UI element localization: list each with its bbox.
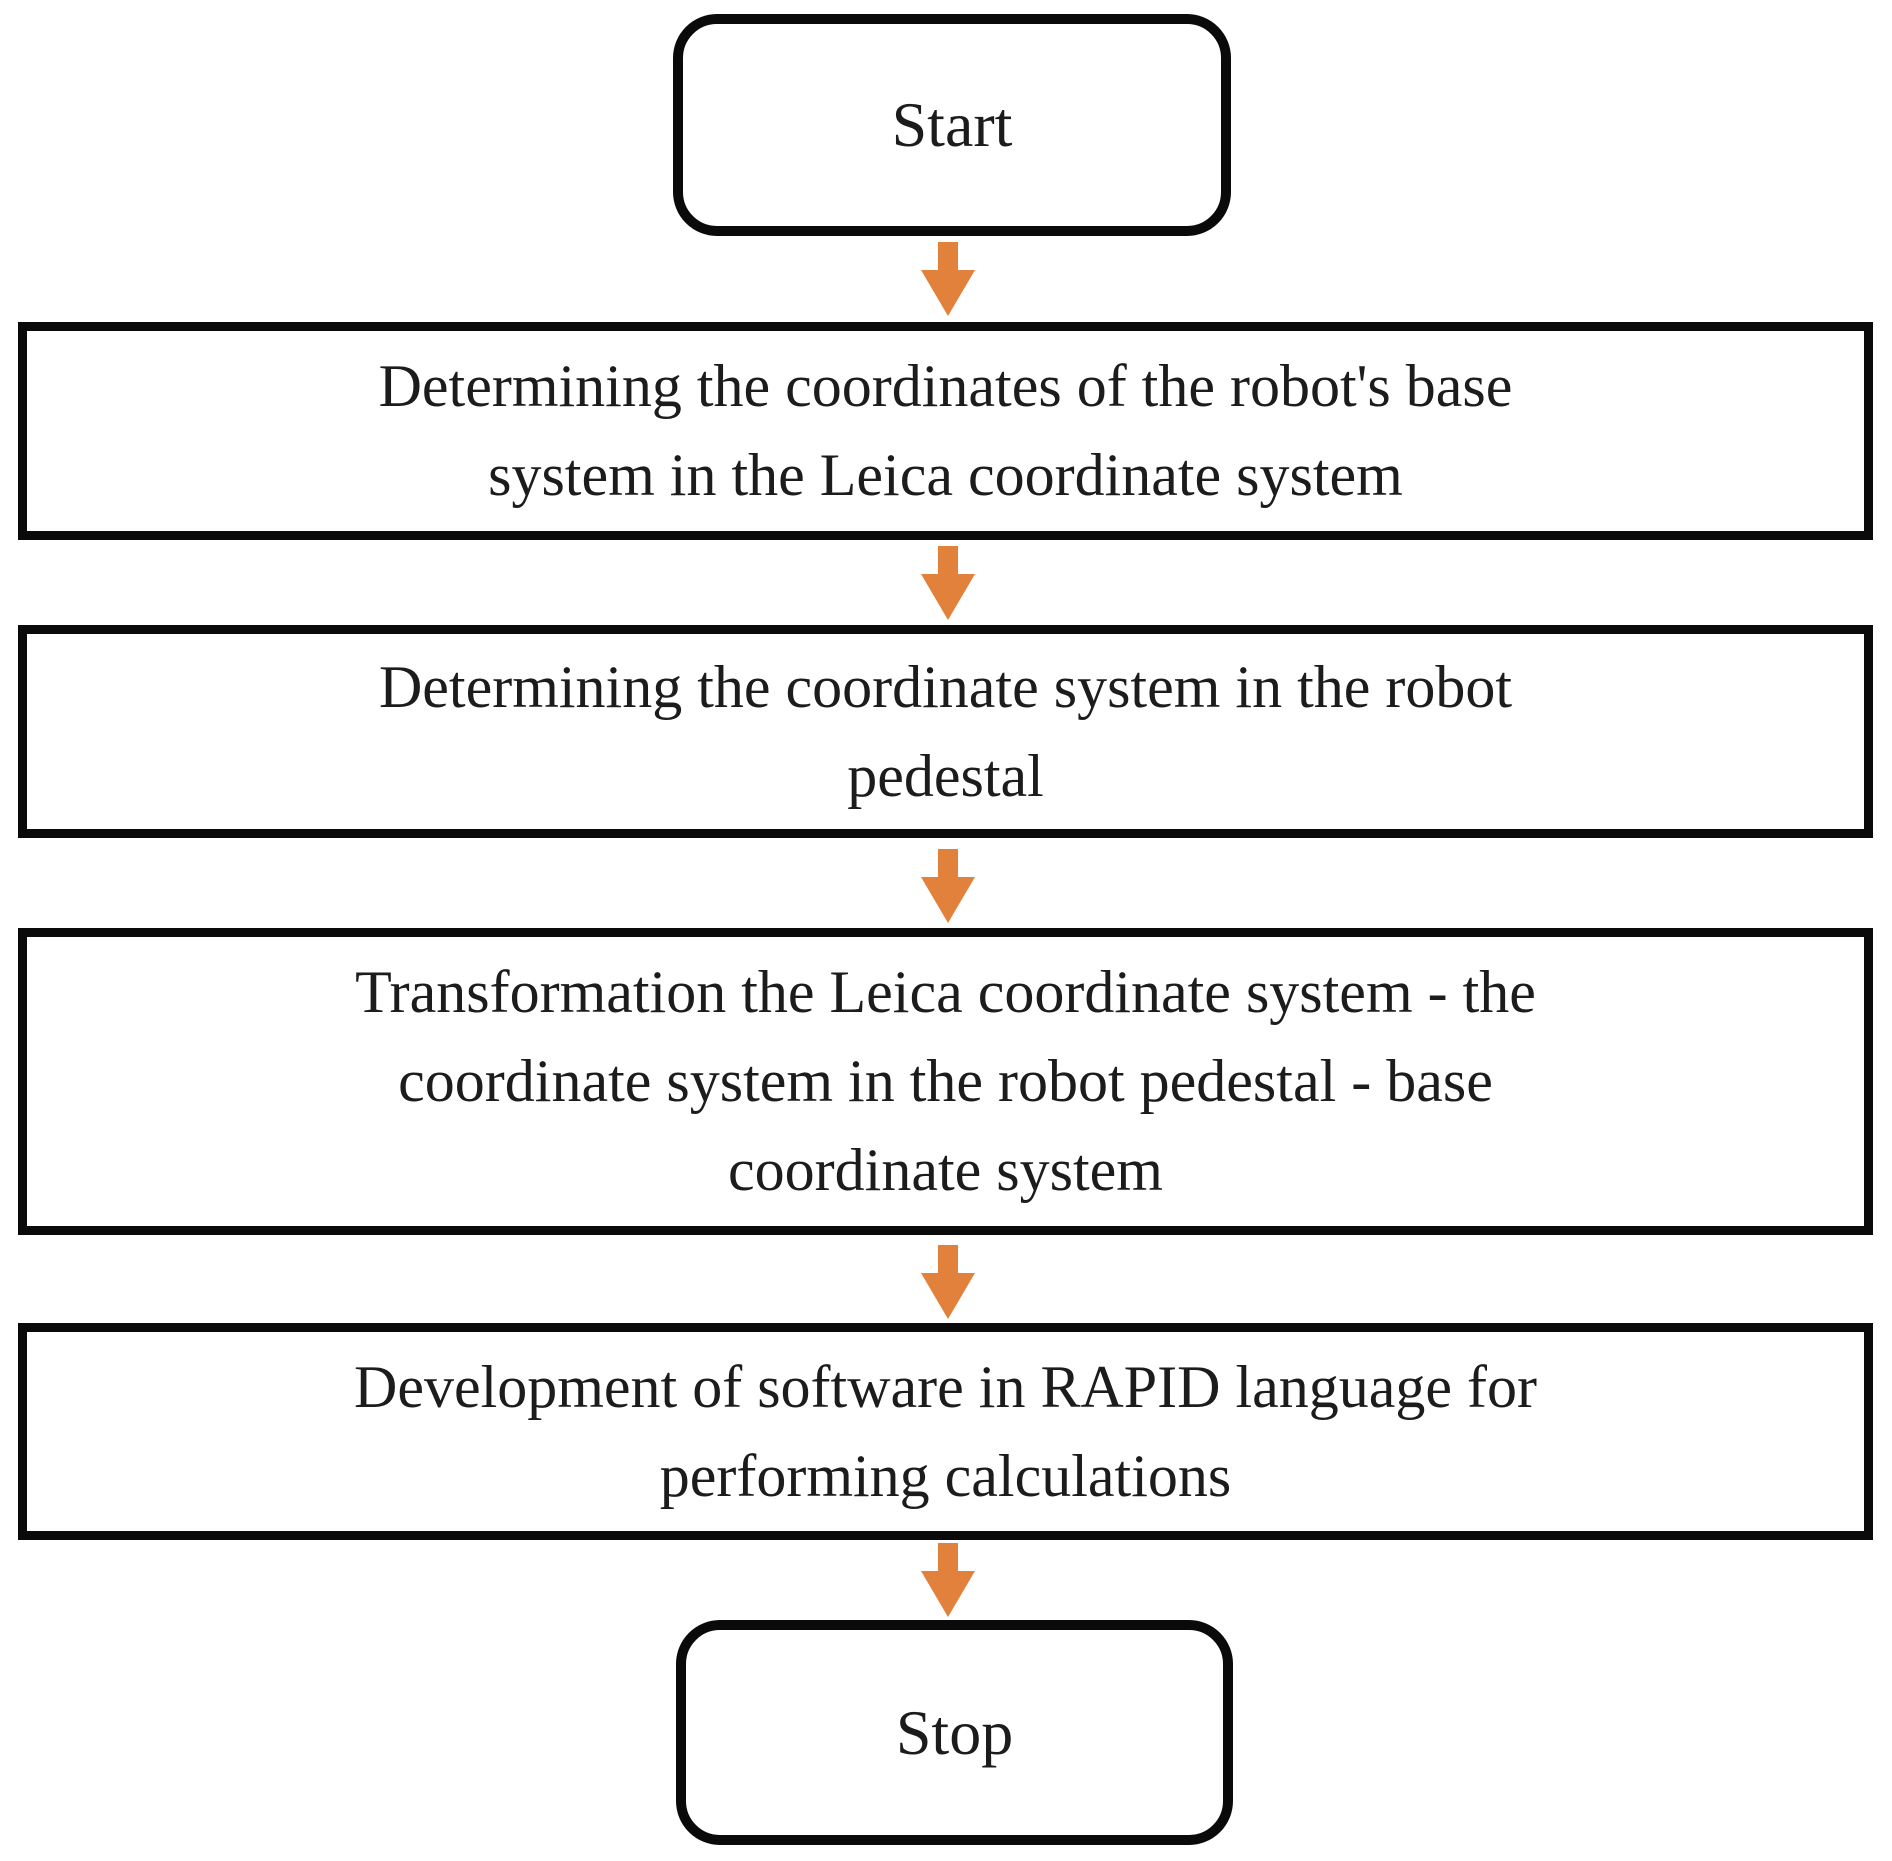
arrow-shape xyxy=(921,242,975,316)
arrow-shape xyxy=(921,546,975,620)
flow-arrow-down-icon xyxy=(921,242,975,316)
arrow-shape xyxy=(921,849,975,923)
arrow-shape xyxy=(921,1543,975,1617)
node-start-terminator: Start xyxy=(673,14,1231,236)
node-determine-pedestal-system-label: Determining the coordinate system in the… xyxy=(378,653,1513,809)
node-transformation-chain: Transformation the Leica coordinate syst… xyxy=(18,928,1873,1235)
node-stop-terminator: Stop xyxy=(676,1620,1233,1845)
flow-arrow-down-icon xyxy=(921,1245,975,1319)
node-rapid-software-development: Development of software in RAPID languag… xyxy=(18,1323,1873,1540)
node-transformation-chain-label: Transformation the Leica coordinate syst… xyxy=(355,959,1536,1203)
node-determine-base-coordinates: Determining the coordinates of the robot… xyxy=(18,322,1873,540)
flow-arrow-down-icon xyxy=(921,849,975,923)
node-stop-label: Stop xyxy=(895,1696,1014,1768)
flow-arrow-down-icon xyxy=(921,1543,975,1617)
node-determine-pedestal-system: Determining the coordinate system in the… xyxy=(18,625,1873,838)
node-determine-base-coordinates-label: Determining the coordinates of the robot… xyxy=(378,353,1513,508)
arrow-shape xyxy=(921,1245,975,1319)
node-start-label: Start xyxy=(891,89,1013,160)
node-rapid-software-development-label: Development of software in RAPID languag… xyxy=(353,1353,1537,1509)
flow-arrow-down-icon xyxy=(921,546,975,620)
